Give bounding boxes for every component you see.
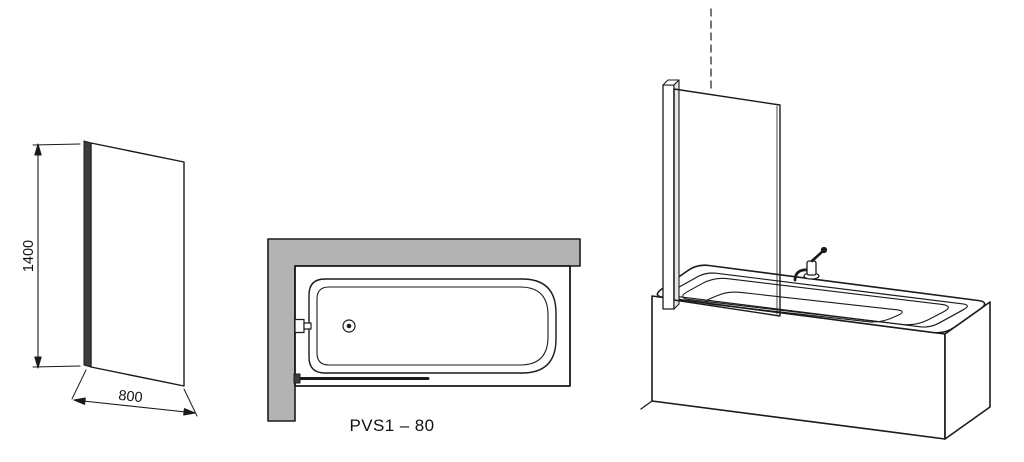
bathtub-basin-outer xyxy=(308,278,557,374)
arrowhead-right-icon xyxy=(183,408,196,416)
screen-wall-bracket xyxy=(293,373,301,384)
glass-panel-3d xyxy=(673,88,781,317)
bathtub-isometric-view xyxy=(640,8,991,440)
model-label: PVS1 – 80 xyxy=(350,416,435,435)
bathtub-plan-view: PVS1 – 80 xyxy=(267,238,581,435)
width-dimension: 800 xyxy=(71,369,198,417)
height-dimension-label: 1400 xyxy=(21,240,37,272)
arrowhead-down-icon xyxy=(34,356,42,369)
glass-panel-front xyxy=(90,142,185,387)
faucet-lever xyxy=(810,249,825,263)
drain-center-dot xyxy=(346,323,352,329)
extension-line xyxy=(32,365,81,368)
height-dimension: 1400 xyxy=(21,143,81,369)
extension-line xyxy=(71,369,87,400)
extension-line xyxy=(32,143,81,146)
overflow-body xyxy=(294,318,305,334)
faucet-body xyxy=(806,260,817,276)
faucet-lever-knob xyxy=(820,246,828,254)
tub-basin-bottom xyxy=(705,291,903,323)
drain-icon xyxy=(342,319,356,333)
overflow-fitting xyxy=(294,318,312,334)
bathtub-plan-outline xyxy=(294,265,571,387)
faucet-spout xyxy=(793,268,810,282)
bathtub-basin-inner xyxy=(316,286,549,366)
dimension-line xyxy=(73,399,196,414)
arrowhead-up-icon xyxy=(34,143,42,156)
drawing-layer: 1400 800 xyxy=(21,8,991,440)
profile-front-face xyxy=(662,84,675,310)
wall-profile-3d xyxy=(662,79,680,310)
panel-front-view: 1400 800 xyxy=(21,140,198,417)
faucet xyxy=(793,246,828,282)
profile-side-face xyxy=(673,79,680,310)
tub-left-bottom-edge xyxy=(640,400,653,410)
width-dimension-label: 800 xyxy=(118,388,144,406)
glass-panel-outline xyxy=(673,88,781,317)
overflow-knob xyxy=(303,322,312,330)
extension-line xyxy=(183,388,198,417)
tub-basin-wall xyxy=(682,277,949,326)
bathtub-3d xyxy=(640,264,991,440)
wall-profile-front xyxy=(83,140,92,368)
arrowhead-left-icon xyxy=(73,397,86,405)
